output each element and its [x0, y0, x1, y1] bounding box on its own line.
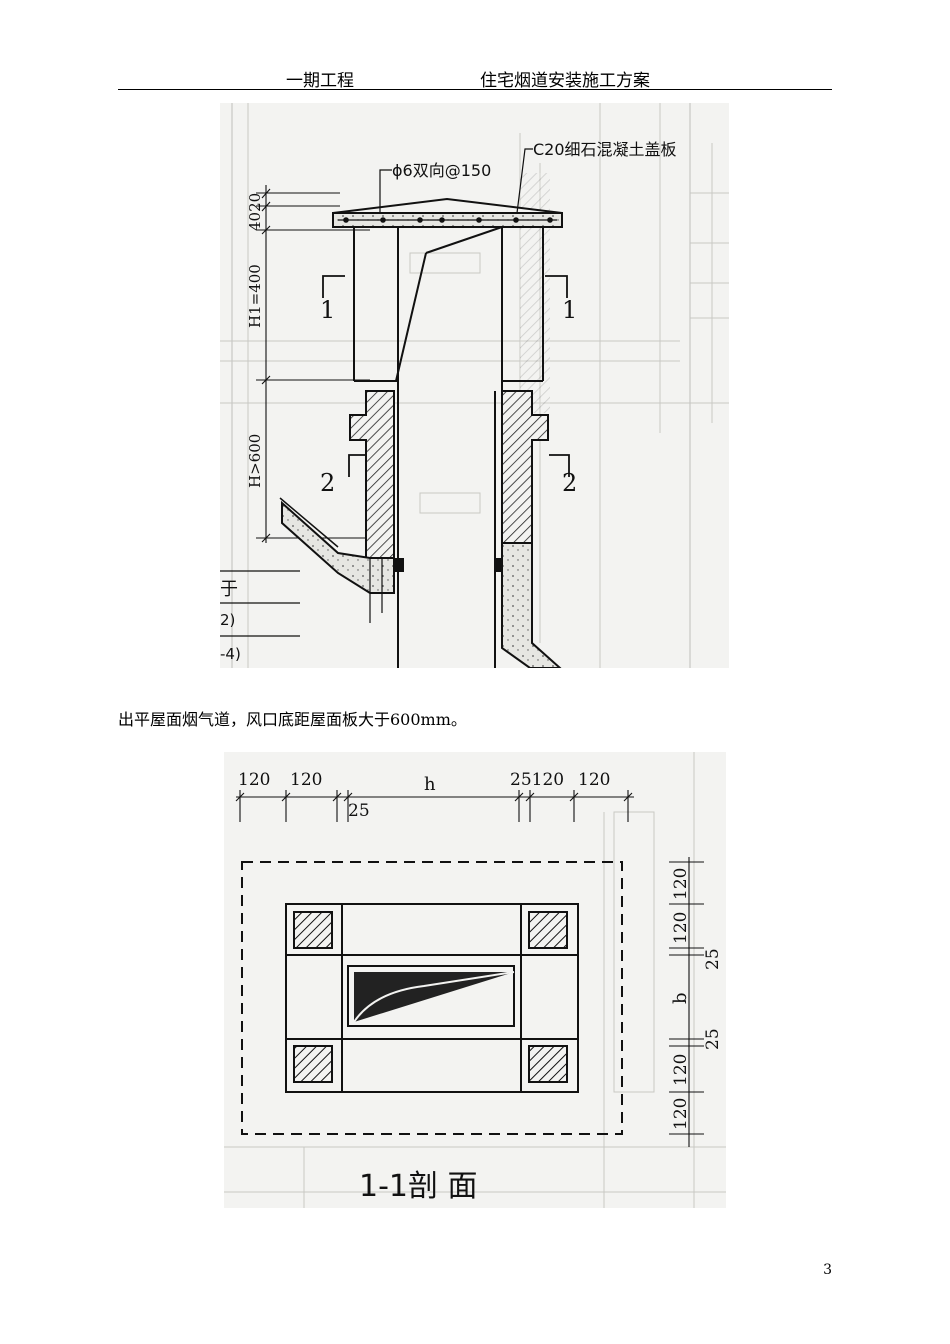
- dimension-chain: [256, 185, 370, 543]
- top-dimension-chain: [235, 790, 634, 822]
- page-number: 3: [823, 1262, 832, 1278]
- right-dimension-chain: [669, 857, 704, 1147]
- upper-flue-walls: [353, 226, 544, 382]
- header-document-title: 住宅烟道安装施工方案: [480, 71, 650, 91]
- dim-top-25120: 25120: [510, 770, 564, 790]
- callout-cover-slab: C20细石混凝土盖板: [533, 140, 677, 159]
- background-ghost-lines: [224, 752, 726, 1208]
- cover-slab: [332, 197, 563, 228]
- callout-reinforcement: ϕ6双向@150: [392, 161, 491, 180]
- flue-elevation-drawing: 4020 H1=400 H>600 ϕ6双向@150 C20细石混凝土盖板: [220, 103, 729, 668]
- corner-posts: [293, 911, 568, 1083]
- adjacent-table-fragment: [220, 570, 300, 637]
- header-rule: [118, 89, 832, 90]
- figure-caption: 出平屋面烟气道，风口底距屋面板大于600mm。: [118, 710, 467, 729]
- fragment-text-1: 于: [220, 579, 238, 600]
- fragment-text-2: 2): [220, 611, 235, 629]
- dim-cap-thickness: 4020: [246, 193, 264, 231]
- dim-top-25: 25: [348, 801, 370, 821]
- dim-h: H>600: [246, 434, 264, 488]
- dim-right-25-a: 25: [703, 948, 723, 970]
- roof-slab: [279, 497, 562, 668]
- outer-dashed-boundary: [241, 861, 623, 1135]
- section-title: 1-1剖 面: [359, 1169, 478, 1204]
- deflector-plate: [354, 972, 514, 1022]
- dim-h1: H1=400: [246, 264, 264, 328]
- section-mark-2-right: 2: [562, 469, 577, 497]
- dim-top-120-a: 120: [238, 770, 270, 790]
- dim-right-120-b: 120: [671, 912, 691, 944]
- dim-top-h: h: [424, 774, 436, 795]
- header-project: 一期工程: [286, 71, 354, 91]
- dim-top-120-c: 120: [578, 770, 610, 790]
- dim-right-25-b: 25: [703, 1028, 723, 1050]
- section-mark-1-right: 1: [562, 296, 577, 324]
- section-mark-1-left: 1: [320, 296, 335, 324]
- section-mark-2-left: 2: [320, 469, 335, 497]
- dim-right-120-c: 120: [671, 1054, 691, 1086]
- dim-right-120-d: 120: [671, 1098, 691, 1130]
- section-1-1-drawing: 120 120 h 25 25120 120: [224, 752, 726, 1208]
- fragment-text-3: -4): [220, 645, 241, 663]
- background-ghost-lines: [220, 103, 729, 668]
- dim-right-b: b: [670, 992, 691, 1004]
- page-header: 一期工程 住宅烟道安装施工方案: [118, 66, 832, 91]
- flue-frame-grid: [285, 903, 579, 1093]
- dim-top-120-b: 120: [290, 770, 322, 790]
- dim-right-120-a: 120: [671, 868, 691, 900]
